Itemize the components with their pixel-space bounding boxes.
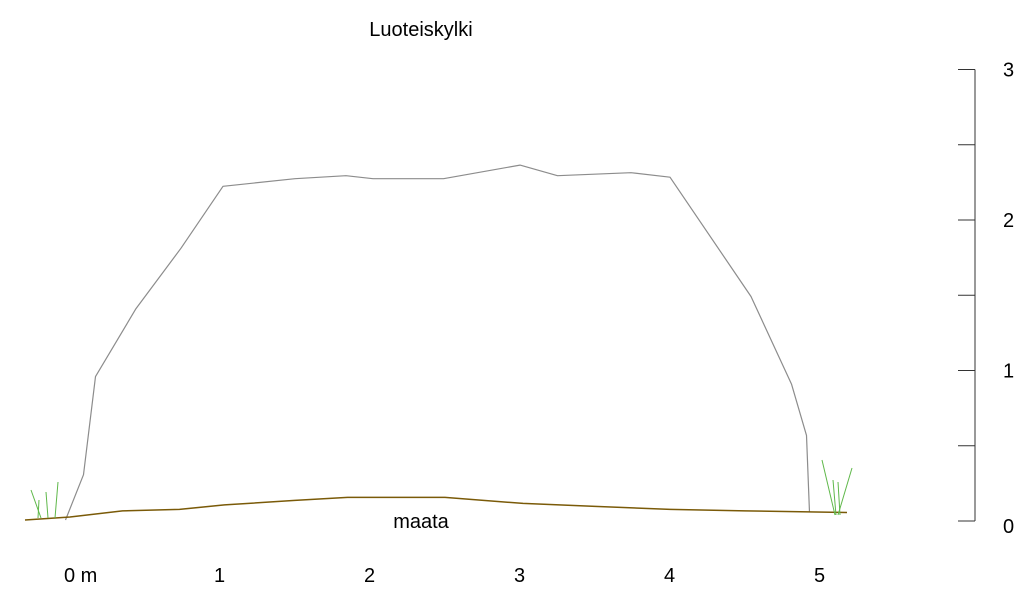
x-tick-label-1: 1 [214,565,225,587]
scale-label-2: 2 [1003,210,1014,232]
ground-label: maata [393,511,449,533]
scale-label-1: 1 [1003,361,1014,383]
ground-line [24,496,848,521]
ground-group: maata [24,496,848,533]
vertical-scale: 0 1 2 3 [958,60,1014,538]
x-tick-label-5: 5 [814,565,825,587]
horizontal-scale-labels: 0 m 1 2 3 4 5 [64,565,825,587]
x-tick-label-2: 2 [364,565,375,587]
x-tick-label-4: 4 [664,565,675,587]
x-tick-label-0: 0 m [64,565,97,587]
stone-outline [64,164,811,521]
scale-label-0: 0 [1003,516,1014,538]
stone-group [64,164,811,521]
scale-label-3: 3 [1003,60,1014,82]
diagram-title: Luoteiskylki [369,19,472,41]
grass-tuft-right [821,459,853,516]
grass-tuft-left [30,481,59,519]
x-tick-label-3: 3 [514,565,525,587]
